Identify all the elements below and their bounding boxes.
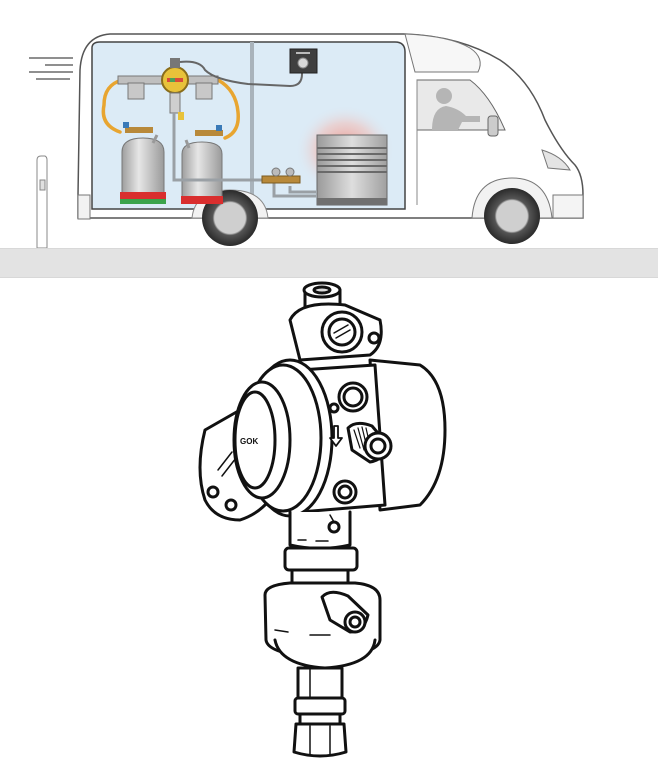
heater-appliance <box>316 134 388 206</box>
brand-mark: GOK <box>240 437 258 446</box>
headlight <box>541 149 571 171</box>
upper-threaded-port <box>288 302 383 362</box>
shutoff-valves <box>261 167 301 184</box>
roadside-post <box>36 155 48 248</box>
gas-hoses <box>101 78 240 140</box>
motion-lines-icon <box>29 57 73 80</box>
knurled-outlet-knob <box>346 421 393 464</box>
signal-cable <box>179 60 303 88</box>
road-divider-band <box>0 248 658 278</box>
front-wheel <box>471 177 553 244</box>
gas-regulator-illustration: GOK <box>0 278 658 764</box>
mounting-hole <box>224 498 238 512</box>
outlet-fitting <box>292 666 348 758</box>
remote-indicator-panel <box>289 48 318 74</box>
side-mirror <box>487 115 499 137</box>
gas-bottle-right <box>181 139 223 204</box>
diaphragm-bonnet: GOK <box>232 358 334 518</box>
flow-arrow-icon <box>329 425 343 447</box>
gas-bottle-left <box>120 134 166 204</box>
changeover-regulator <box>117 58 223 136</box>
overcab-roof <box>404 33 481 73</box>
gas-regulator-svg: GOK <box>198 281 447 758</box>
mounting-hole <box>206 485 220 499</box>
side-port <box>328 381 369 414</box>
camper-van-illustration <box>0 0 658 248</box>
regulator-neck <box>283 510 359 586</box>
body-housing-right <box>368 358 447 512</box>
driver-silhouette <box>432 88 480 130</box>
lower-port <box>332 479 358 505</box>
cab-window <box>416 79 571 205</box>
camper-van-svg <box>29 33 584 248</box>
gas-pipes <box>172 113 316 198</box>
safety-valve-housing <box>263 581 382 670</box>
